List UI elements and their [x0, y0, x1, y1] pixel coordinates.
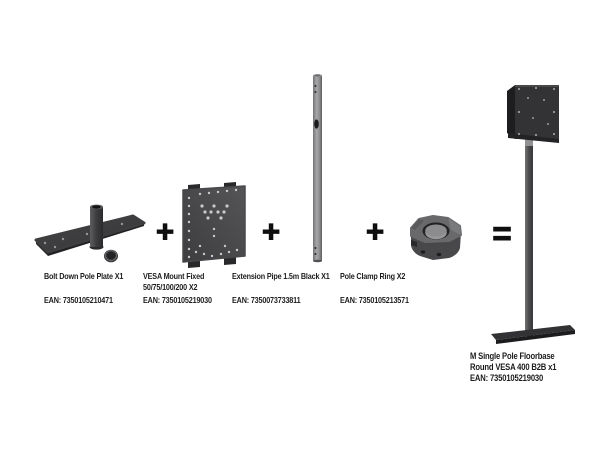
extension-pipe-illustration — [313, 74, 322, 263]
plus-operator: + — [261, 213, 281, 249]
bolt-down-pole-plate-illustration — [34, 204, 146, 263]
plus-operator: + — [365, 213, 385, 249]
pole-clamp-ring-illustration — [410, 215, 462, 260]
component-ean-vesa-mount: EAN: 7350105219030 — [143, 295, 212, 305]
result-name: M Single Pole Floorbase Round VESA 400 B… — [470, 351, 557, 372]
component-name-extension-pipe: Extension Pipe 1.5m Black X1 — [232, 271, 330, 281]
component-name-bolt-down-pole-plate: Bolt Down Pole Plate X1 — [44, 271, 124, 281]
assembled-floor-stand-illustration — [491, 85, 575, 344]
component-name-pole-clamp-ring: Pole Clamp Ring X2 — [340, 271, 406, 281]
plus-operator: + — [155, 213, 175, 249]
result-ean: EAN: 7350105219030 — [470, 373, 544, 383]
component-name-vesa-mount: VESA Mount Fixed 50/75/100/200 X2 — [143, 271, 205, 292]
vesa-mount-plate-illustration — [182, 182, 246, 268]
component-ean-pole-clamp-ring: EAN: 7350105213571 — [340, 295, 409, 305]
equals-operator: = — [492, 214, 512, 252]
component-ean-bolt-down-pole-plate: EAN: 7350105210471 — [44, 295, 113, 305]
component-ean-extension-pipe: EAN: 7350073733811 — [232, 295, 301, 305]
